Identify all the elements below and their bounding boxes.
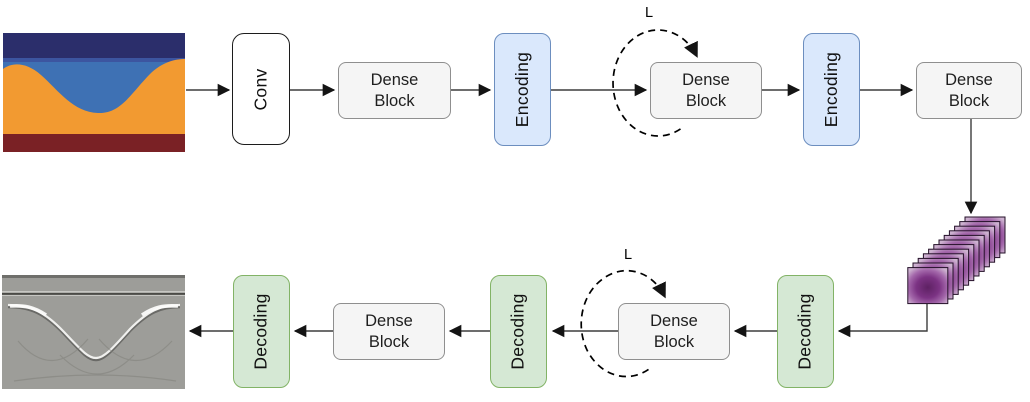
dense-block-2-looped: Dense Block (650, 62, 762, 119)
faint-u-curve (59, 354, 135, 375)
conv-block: Conv (232, 33, 290, 145)
encoding-label: Encoding (512, 51, 532, 128)
dense-block-label: Dense Block (365, 311, 413, 351)
arrow-stack-to-decoding3 (837, 303, 928, 338)
encoding-block-2: Encoding (803, 33, 860, 146)
faint-bottom-arc (13, 374, 177, 382)
loop-count-label-bottom: L (623, 247, 633, 263)
input-navy-band (3, 33, 185, 58)
loop-arc-bottom (580, 269, 666, 378)
decoding-label: Decoding (508, 293, 528, 370)
input-orange-syncline-layer (3, 59, 185, 152)
dense-block-1: Dense Block (338, 62, 451, 119)
conv-label: Conv (250, 67, 271, 111)
dense-block-label: Dense Block (682, 70, 730, 110)
output-seismic-image (2, 275, 185, 389)
decoding-label: Decoding (251, 293, 271, 370)
input-velocity-model-image (3, 33, 185, 152)
migration-smile-right (98, 338, 173, 362)
feature-map-tile (907, 267, 949, 305)
output-reflector-underline (2, 295, 185, 296)
input-navy-thin-line (3, 58, 185, 62)
decoding-block-1: Decoding (233, 275, 290, 388)
decoding-label: Decoding (795, 293, 815, 370)
output-horizontal-reflector (2, 292, 185, 295)
loop-count-label-top: L (644, 5, 654, 21)
dense-block-5-looped: Dense Block (618, 303, 730, 360)
input-red-band (3, 134, 185, 152)
syncline-reflector-shadow (7, 305, 181, 362)
migration-smile-left (17, 338, 89, 362)
reflector-bright-right (141, 303, 179, 317)
decoding-block-2: Decoding (490, 275, 547, 388)
dense-block-3: Dense Block (916, 62, 1022, 119)
feature-map-stack (907, 216, 1006, 305)
reflector-bright-left (9, 303, 47, 317)
output-top-edge (2, 275, 185, 278)
output-reflector-highlight (2, 291, 185, 293)
decoding-block-3: Decoding (777, 275, 834, 388)
dense-block-label: Dense Block (945, 70, 993, 110)
encoding-label: Encoding (821, 51, 841, 128)
dense-block-label: Dense Block (650, 311, 698, 351)
encoding-block-1: Encoding (494, 33, 551, 146)
loop-arc-top (612, 29, 698, 137)
dense-block-4: Dense Block (333, 303, 445, 360)
dense-block-label: Dense Block (370, 70, 419, 110)
